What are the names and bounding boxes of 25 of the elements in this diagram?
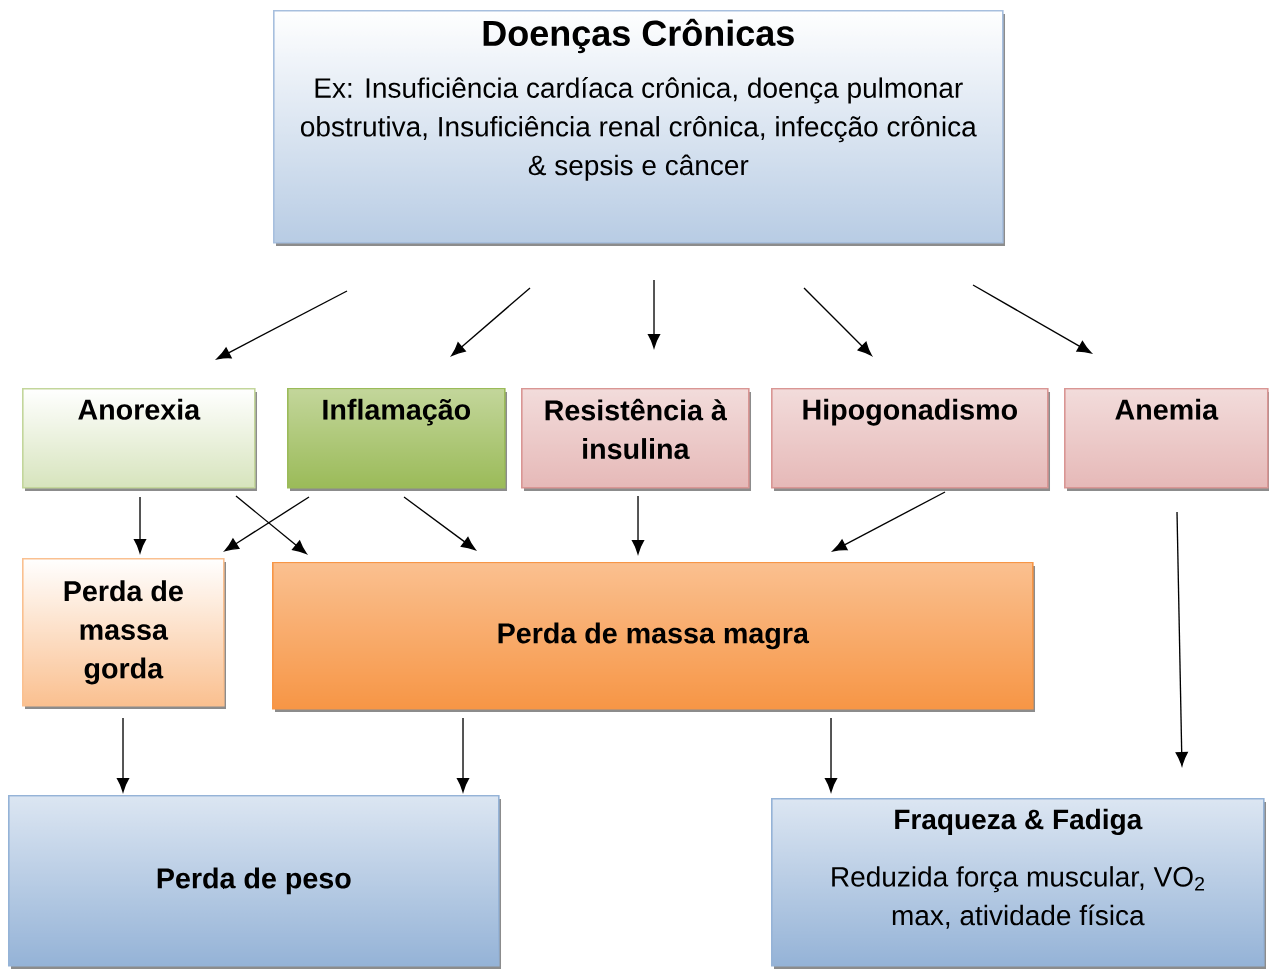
factor-box: Inflamação: [287, 388, 507, 491]
factor-box: Anemia: [1064, 388, 1269, 491]
arrow: [224, 496, 310, 552]
outcome-box: Perda de massa magra: [272, 562, 1035, 712]
factor-box: Perda de massa gorda: [22, 558, 226, 709]
arrow: [631, 495, 645, 555]
arrow: [832, 491, 946, 552]
arrow: [235, 495, 307, 555]
factor-box: Hipogonadismo: [771, 388, 1050, 491]
outcome-box: Fraqueza & Fadiga Reduzida força muscular, VO$_{2}$ max, atividade física: [771, 798, 1266, 969]
arrow: [456, 717, 470, 793]
arrow: [133, 496, 147, 554]
arrow: [451, 287, 531, 357]
arrow: [647, 279, 661, 349]
factor-box: Resistência à insulina: [521, 388, 751, 491]
arrow: [216, 290, 348, 360]
arrow: [1175, 511, 1188, 767]
arrow: [803, 287, 872, 356]
arrow: [972, 284, 1092, 354]
arrow: [116, 717, 130, 793]
arrow: [403, 496, 476, 551]
arrow: [824, 717, 838, 793]
disease-box: Doenças Crônicas Ex: Insuficiência cardíaca crônica, doença pulmonar obstrutiva, Insuficiência renal crônica, infecção crônica & sepsis e câncer: [273, 10, 1005, 246]
outcome-box: Perda de peso: [8, 795, 501, 969]
factor-box: Anorexia: [22, 388, 257, 491]
